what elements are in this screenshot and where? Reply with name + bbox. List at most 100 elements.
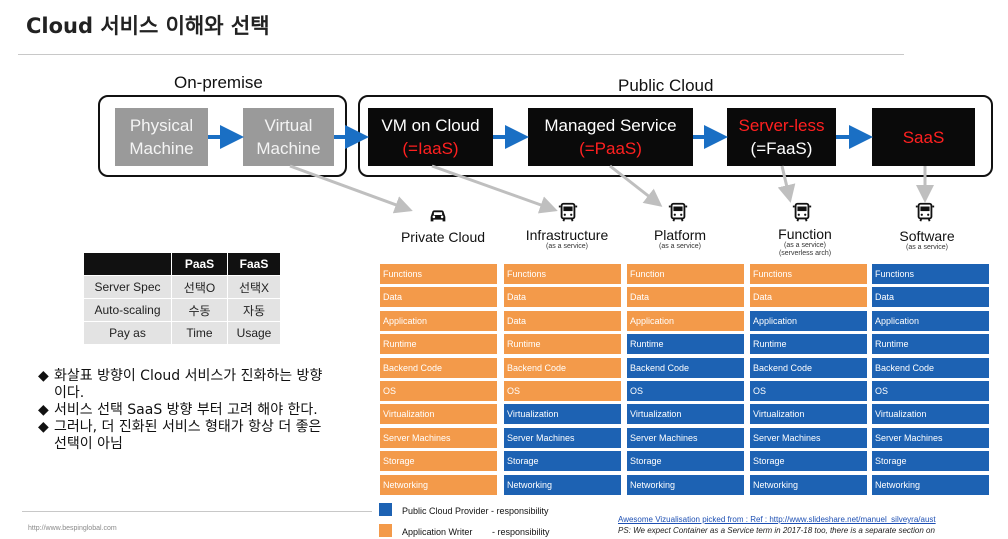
stack-cell: Server Machines	[627, 428, 744, 448]
connector-line	[609, 164, 663, 207]
footer-url: http://www.bespinglobal.com	[28, 525, 117, 532]
legend-provider-swatch	[379, 503, 392, 516]
stack-cell: Runtime	[750, 334, 867, 354]
bus-icon	[558, 202, 578, 222]
table-cell: Time	[171, 321, 228, 344]
diamond-bullet-icon: ◆	[38, 419, 49, 435]
table-row: Pay as Time Usage	[84, 321, 280, 344]
stack-cell: Application	[380, 311, 497, 331]
legend-writer-swatch	[379, 524, 392, 537]
flow-node-line2: Machine	[129, 139, 194, 158]
stack-cell: Server Machines	[504, 428, 621, 448]
table-cell: Usage	[227, 321, 280, 344]
stack-cell: Application	[750, 311, 867, 331]
stack-cell: Server Machines	[872, 428, 989, 448]
category-software: Software (as a service)	[864, 228, 990, 252]
stack-cell: Virtualization	[872, 404, 989, 424]
table-cell: 수동	[171, 298, 228, 322]
bullet-list: ◆화살표 방향이 Cloud 서비스가 진화하는 방향 이다. ◆서비스 선택 …	[38, 368, 336, 453]
legend-provider-label: Public Cloud Provider - responsibility	[402, 506, 549, 516]
flow-node-line2: Machine	[256, 139, 321, 158]
flow-node-line2: SaaS	[902, 127, 945, 147]
bullet-item: ◆ 그러나, 더 진화된 서비스 형태가 항상 더 좋은 선택이 아님	[38, 419, 336, 453]
bus-icon	[915, 202, 935, 222]
stack-cell: Data	[504, 311, 621, 331]
table-header-cell: FaaS	[227, 253, 280, 276]
connector-line	[289, 164, 413, 214]
stack-cell: Data	[380, 287, 497, 307]
stack-cell: Networking	[872, 475, 989, 495]
category-name: Infrastructure	[525, 227, 609, 243]
stack-cell: Data	[627, 287, 744, 307]
public-cloud-label: Public Cloud	[618, 76, 714, 95]
stack-cell: Data	[872, 287, 989, 307]
stack-cell: Server Machines	[380, 428, 497, 448]
stack-cell: Function	[627, 264, 744, 284]
bus-icon	[792, 202, 812, 222]
category-sub: (as a service)	[783, 242, 826, 249]
table-cell: 선택X	[227, 275, 280, 299]
flow-node-line1: Physical	[129, 116, 194, 135]
stack-cell: Backend Code	[504, 358, 621, 378]
category-sub: (as a service)	[905, 244, 948, 251]
comparison-table: PaaS FaaS Server Spec 선택O 선택X Auto-scali…	[84, 253, 280, 344]
table-cell: Server Spec	[84, 275, 172, 299]
category-name: Platform	[653, 227, 707, 243]
stack-cell: Backend Code	[872, 358, 989, 378]
stack-cell: Data	[504, 287, 621, 307]
table-row: Auto-scaling 수동 자동	[84, 298, 280, 322]
stack-cell: Networking	[750, 475, 867, 495]
stack-cell: Backend Code	[627, 358, 744, 378]
legend-writer-label: Application Writer	[402, 527, 473, 537]
stack-cell: Networking	[380, 475, 497, 495]
stack-cell: Data	[750, 287, 867, 307]
credit-link[interactable]: Awesome Vizualisation picked from : Ref …	[618, 515, 936, 524]
bullet-item: ◆서비스 선택 SaaS 방향 부터 고려 해야 한다.	[38, 402, 336, 419]
bus-icon	[668, 202, 688, 222]
flow-node-line1: VM on Cloud	[381, 116, 480, 135]
title-divider	[18, 54, 904, 55]
category-sub2: (serverless arch)	[778, 250, 832, 257]
stack-cell: Virtualization	[504, 404, 621, 424]
stack-cell: Networking	[627, 475, 744, 495]
stack-cell: Runtime	[627, 334, 744, 354]
flow-node-iaas: VM on Cloud(=IaaS)	[368, 108, 493, 166]
stack-cell: Storage	[380, 451, 497, 471]
table-cell: 자동	[227, 298, 280, 322]
stack-cell: Virtualization	[627, 404, 744, 424]
category-name: Function	[778, 226, 832, 242]
category-function: Function (as a service) (serverless arch…	[742, 226, 868, 258]
category-platform: Platform (as a service)	[617, 227, 743, 251]
flow-node-line1: Managed Service	[544, 116, 677, 135]
diamond-bullet-icon: ◆	[38, 368, 49, 384]
bullet-text: 그러나, 더 진화된 서비스 형태가 항상 더 좋은 선택이 아님	[54, 419, 322, 452]
stack-cell: Server Machines	[750, 428, 867, 448]
connector-line	[777, 165, 796, 203]
stack-cell: Backend Code	[380, 358, 497, 378]
stack-cell: Functions	[504, 264, 621, 284]
stack-cell: Functions	[380, 264, 497, 284]
table-header-cell: PaaS	[171, 253, 228, 276]
stack-cell: OS	[872, 381, 989, 401]
page-title: Cloud 서비스 이해와 선택	[26, 14, 270, 38]
flow-node-faas: Server-less(=FaaS)	[727, 108, 836, 166]
car-icon	[430, 210, 446, 222]
stack-cell: OS	[750, 381, 867, 401]
category-infrastructure: Infrastructure (as a service)	[504, 227, 630, 251]
table-header-row: PaaS FaaS	[84, 253, 280, 276]
stack-cell: Runtime	[504, 334, 621, 354]
bullet-item: ◆화살표 방향이 Cloud 서비스가 진화하는 방향 이다.	[38, 368, 336, 402]
stack-cell: Functions	[750, 264, 867, 284]
flow-node-line1: Virtual	[264, 116, 313, 135]
table-cell: Auto-scaling	[84, 298, 172, 322]
category-sub: (as a service)	[545, 243, 588, 250]
category-sub: (as a service)	[658, 243, 701, 250]
stack-cell: OS	[504, 381, 621, 401]
connector-line	[431, 164, 558, 214]
table-header-cell	[84, 253, 172, 276]
onprem-label: On-premise	[174, 73, 263, 92]
stack-cell: Storage	[750, 451, 867, 471]
